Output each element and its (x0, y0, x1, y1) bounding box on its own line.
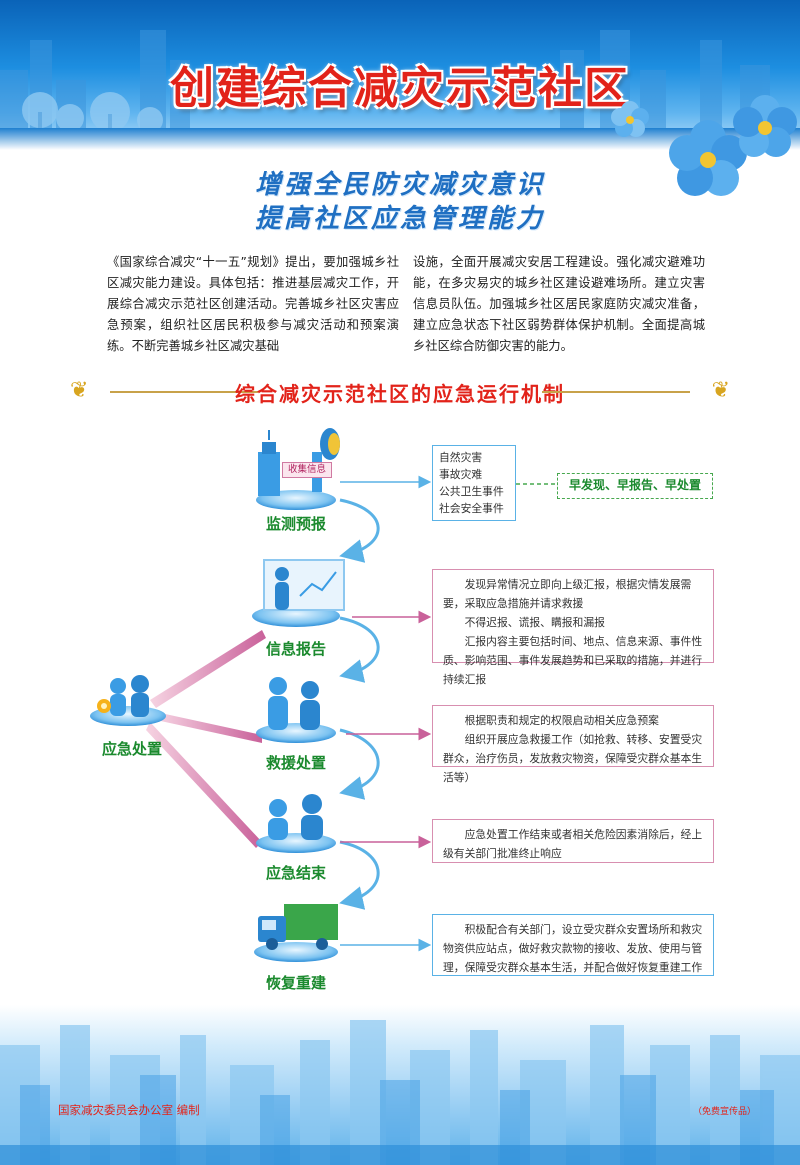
side-label-emergency-response: 应急处置 (101, 740, 162, 758)
side-fan-arrows (146, 630, 266, 848)
emergency-response-figure-icon (90, 675, 166, 726)
box-arrows (340, 475, 555, 952)
info-line: 根据职责和规定的权限启动相关应急预案 (464, 714, 659, 727)
info-box-end: 应急处置工作结束或者相关危险因素消除后，经上级有关部门批准终止响应 (432, 819, 714, 863)
intro-paragraph-right: 设施，全面开展减灾安居工程建设。强化减灾避难功能，在多灾易灾的城乡社区建设避难场… (413, 255, 705, 353)
divider-right (542, 391, 690, 393)
footer-publisher: 国家减灾委员会办公室 编制 (58, 1103, 200, 1117)
info-line: 社会安全事件 (439, 502, 504, 515)
info-line: 自然灾害 (439, 451, 483, 464)
section-title: 综合减灾示范社区的应急运行机制 (235, 382, 565, 406)
info-line: 组织开展应急救援工作（如抢救、转移、安置受灾群众，治疗伤员，发放救灾物资，保障受… (443, 733, 703, 784)
report-presenter-icon (252, 559, 345, 627)
divider-left (110, 391, 258, 393)
info-line: 应急处置工作结束或者相关危险因素消除后，经上级有关部门批准终止响应 (443, 828, 703, 860)
footer-city-image (0, 1020, 800, 1165)
rescue-team-icon (256, 677, 336, 743)
step-label-rescue: 救援处置 (265, 754, 326, 772)
info-box-reporting: 发现异常情况立即向上级汇报，根据灾情发展需要，采取应急措施并请求救援 不得迟报、… (432, 569, 714, 686)
info-line: 积极配合有关部门，设立受灾群众安置场所和救灾物资供应站点，做好救灾款物的接收、发… (443, 923, 703, 974)
ornament-left-icon: ❦ (70, 378, 89, 403)
info-line: 发现异常情况立即向上级汇报，根据灾情发展需要，采取应急措施并请求救援 (443, 578, 692, 610)
step-label-reporting: 信息报告 (265, 640, 326, 658)
info-box-rescue: 根据职责和规定的权限启动相关应急预案 组织开展应急救援工作（如抢救、转移、安置受… (432, 705, 714, 784)
info-box-monitoring: 自然灾害 事故灾难 公共卫生事件 社会安全事件 (432, 445, 516, 521)
step-label-reconstruction: 恢复重建 (265, 974, 326, 992)
footer-skyline (0, 1005, 800, 1165)
subtitle-line-1: 增强全民防灾减灾意识 (254, 170, 545, 200)
ornament-right-icon: ❦ (711, 378, 730, 403)
page-title: 创建综合减灾示范社区 (170, 63, 630, 114)
info-box-reconstruction: 积极配合有关部门，设立受灾群众安置场所和救灾物资供应站点，做好救灾款物的接收、发… (432, 914, 714, 976)
emergency-end-figure-icon (256, 794, 336, 853)
step-connectors (339, 498, 380, 910)
flow-diagram (90, 428, 555, 962)
info-line: 不得迟报、谎报、瞒报和漏报 (464, 616, 605, 629)
header-fade (0, 128, 800, 150)
step-label-end: 应急结束 (265, 864, 326, 882)
subtitle-line-2: 提高社区应急管理能力 (254, 204, 545, 234)
footer-note: （免费宣传品） (693, 1107, 757, 1117)
info-line: 汇报内容主要包括时间、地点、信息来源、事件性质、影响范围、事件发展趋势和已采取的… (443, 635, 703, 686)
supply-truck-icon (254, 904, 338, 962)
collect-info-tag: 收集信息 (282, 462, 332, 478)
section-heading: ❦ 综合减灾示范社区的应急运行机制 ❦ (70, 372, 730, 412)
outcome-box: 早发现、早报告、早处置 (557, 473, 713, 499)
intro-paragraph-left: 《国家综合减灾“十一五”规划》提出，要加强城乡社区减灾能力建设。具体包括：推进基… (107, 255, 399, 353)
step-label-monitoring: 监测预报 (265, 515, 326, 533)
info-line: 公共卫生事件 (439, 485, 504, 498)
flower-decoration-icon (611, 95, 797, 196)
header-banner (0, 0, 800, 150)
info-line: 事故灾难 (439, 468, 483, 481)
